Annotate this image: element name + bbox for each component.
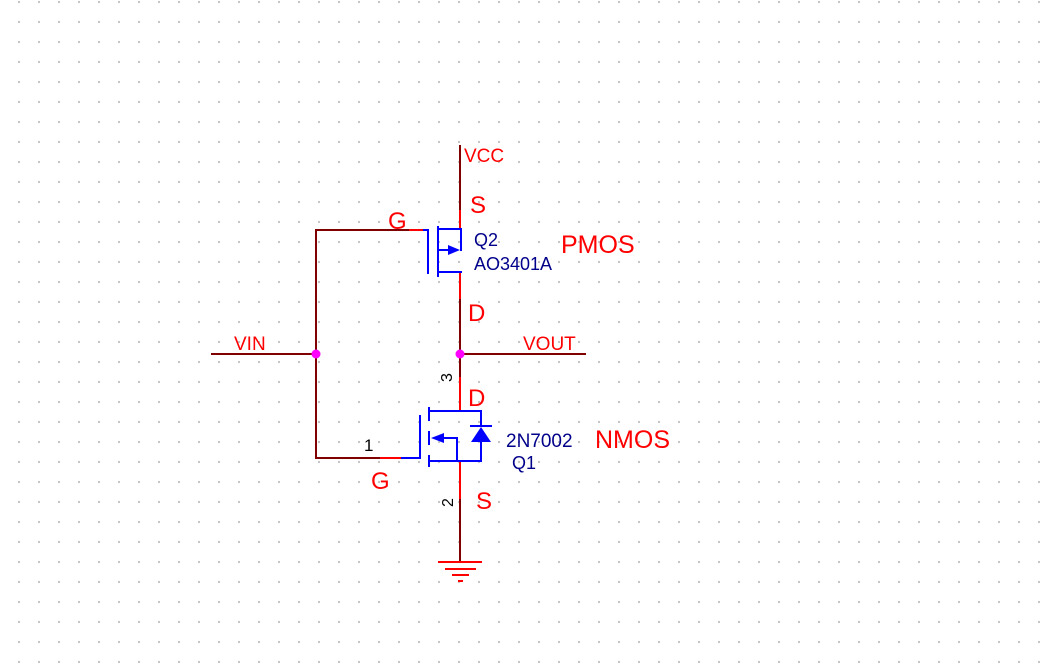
junction-dot-vin: [311, 349, 321, 359]
net-label-vout[interactable]: VOUT: [523, 334, 576, 355]
nmos-transistor-symbol[interactable]: [401, 407, 492, 467]
q2-type-annotation: PMOS: [561, 231, 635, 259]
q2-designator[interactable]: Q2: [474, 230, 498, 250]
q2-part-number[interactable]: AO3401A: [474, 254, 552, 274]
q1-part-number[interactable]: 2N7002: [506, 431, 573, 452]
q1-pin-label-drain: D: [468, 385, 485, 412]
q1-type-annotation: NMOS: [595, 426, 670, 454]
q2-pin-label-gate: G: [388, 208, 407, 235]
net-label-vin[interactable]: VIN: [234, 334, 266, 355]
q1-pin-label-source: S: [476, 488, 492, 515]
wire-vout-net[interactable]: [459, 298, 586, 378]
q1-pin-number-drain: 3: [439, 373, 456, 382]
junction-dot-vout: [455, 349, 465, 359]
q2-pin-label-drain: D: [468, 300, 485, 327]
q1-body-diode-anode-icon: [471, 427, 491, 442]
q2-body-arrow-icon: [448, 245, 460, 255]
net-label-vcc[interactable]: VCC: [464, 146, 504, 167]
q2-pin-label-source: S: [470, 192, 486, 219]
q1-pin-number-source: 2: [440, 498, 457, 507]
q1-body-arrow-icon: [431, 433, 444, 443]
pmos-transistor-symbol[interactable]: [423, 226, 462, 277]
q1-designator[interactable]: Q1: [512, 453, 536, 473]
q1-pin-label-gate: G: [371, 468, 390, 495]
ground-symbol[interactable]: [438, 561, 482, 582]
q1-pin-number-gate: 1: [364, 436, 373, 455]
wire-vin-net[interactable]: [211, 229, 409, 459]
